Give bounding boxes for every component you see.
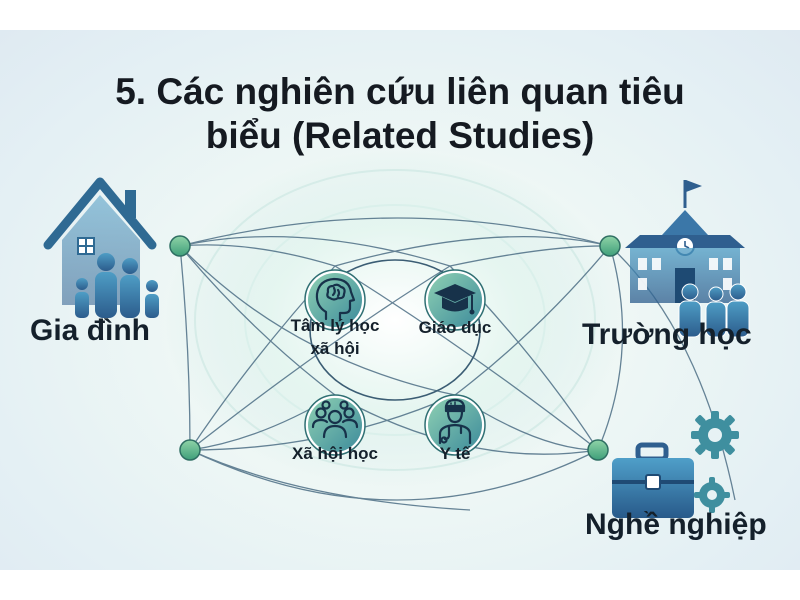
dot-bottom-left	[179, 439, 201, 461]
briefcase-gears-icon	[612, 411, 739, 518]
house-family-icon	[43, 177, 159, 318]
diagram-panel: 5. Các nghiên cứu liên quan tiêu biểu (R…	[0, 30, 800, 570]
psychology-label-line2: xã hội	[310, 339, 360, 358]
brain-head-icon	[315, 277, 356, 321]
school-label: Trường học	[582, 318, 752, 351]
inner-ring	[309, 259, 481, 401]
center-glow	[165, 150, 625, 490]
diagram-canvas	[43, 150, 750, 518]
dot-top-right	[599, 235, 621, 257]
career-label: Nghề nghiệp	[585, 508, 767, 541]
psychology-label: Tâm lý học xã hội	[275, 314, 395, 360]
network-dots	[169, 235, 621, 461]
dot-bottom-right	[587, 439, 609, 461]
health-label: Y tế	[439, 444, 471, 463]
page-title: 5. Các nghiên cứu liên quan tiêu biểu (R…	[115, 71, 685, 156]
glow-ring-outer	[194, 169, 596, 471]
psychology-label-line1: Tâm lý học	[290, 316, 380, 335]
family-label: Gia đình	[30, 314, 150, 347]
glow-ring-inner	[244, 204, 546, 436]
people-group-icon	[311, 400, 359, 439]
dot-top-left	[169, 235, 191, 257]
sociology-label: Xã hội học	[292, 444, 378, 463]
education-label: Giáo dục	[418, 318, 492, 337]
school-building-students-icon	[625, 180, 750, 338]
graduation-cap-icon	[434, 284, 476, 315]
doctor-icon	[438, 398, 472, 445]
